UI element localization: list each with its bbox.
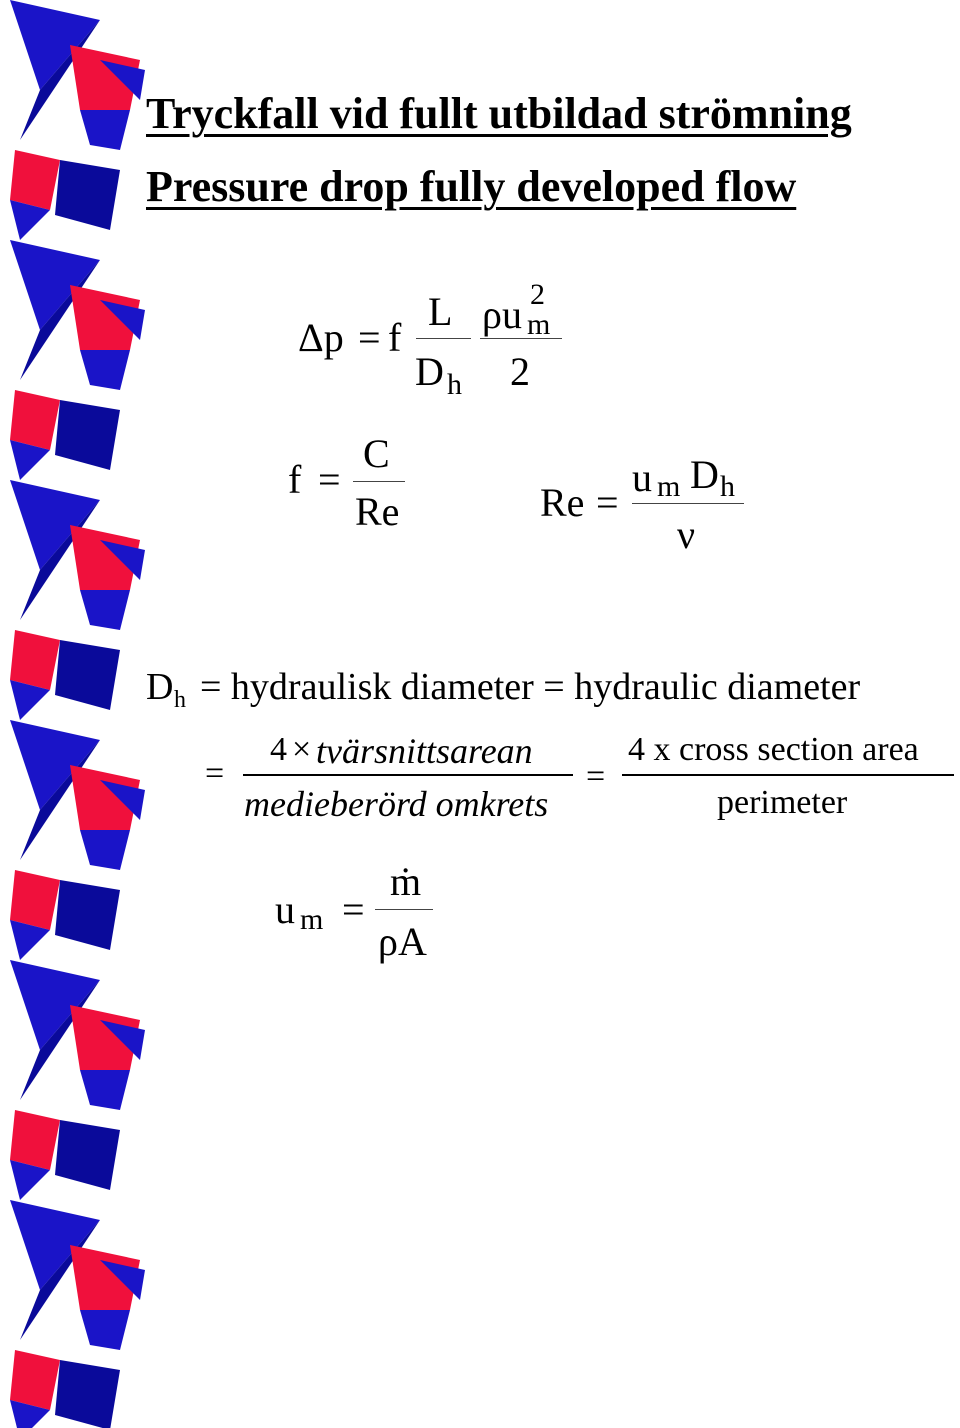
numerator-english: 4 x cross section area [628, 731, 919, 768]
velocity-symbol: u [632, 455, 652, 500]
diameter-symbol: D [146, 666, 174, 708]
subscript-m: m [300, 903, 324, 936]
denominator-2: 2 [510, 349, 530, 394]
equals-sign: = [342, 887, 365, 932]
diameter-symbol: D [690, 452, 719, 497]
fraction-bar [353, 481, 405, 482]
rho-u-symbol: ρu [482, 292, 522, 337]
equals-sign: = [358, 315, 381, 360]
times-sign: × [292, 731, 312, 768]
length-symbol: L [428, 289, 453, 334]
subscript-m: m [657, 470, 681, 503]
subscript-h: h [720, 470, 735, 503]
exponent-2: 2 [530, 278, 545, 311]
rho-area-denominator: ρA [378, 919, 427, 964]
friction-factor-symbol: f [288, 457, 302, 502]
velocity-symbol: u [275, 887, 295, 932]
denominator-swedish: medieberörd omkrets [244, 784, 549, 824]
mass-flow-symbol: ṁ [390, 859, 422, 904]
equals-sign: = [586, 758, 606, 795]
subscript-h: h [174, 687, 186, 713]
fraction-bar [480, 338, 562, 339]
constant-c: C [363, 431, 390, 476]
title-swedish: Tryckfall vid fullt utbildad strömning [146, 89, 852, 138]
reynolds-symbol: Re [540, 480, 585, 525]
fraction-bar [243, 774, 573, 776]
fraction-bar [632, 503, 744, 504]
fraction-bar [416, 338, 471, 339]
reynolds-denominator: Re [355, 489, 400, 534]
diameter-symbol: D [415, 349, 444, 394]
definition-text: = hydraulisk diameter = hydraulic diamet… [200, 666, 861, 708]
title-english: Pressure drop fully developed flow [146, 162, 797, 211]
numerator-swedish: tvärsnittsarean [316, 731, 533, 771]
numerator-four: 4 [270, 731, 287, 768]
equals-sign: = [318, 457, 341, 502]
fraction-bar [622, 774, 954, 776]
friction-factor-symbol: f [388, 315, 402, 360]
delta-p: Δp [298, 315, 344, 360]
denominator-english: perimeter [717, 784, 848, 821]
subscript-h: h [447, 368, 462, 401]
subscript-m: m [527, 308, 551, 341]
viscosity-symbol: ν [677, 512, 696, 557]
decorative-border [10, 0, 145, 1428]
equals-sign: = [205, 755, 225, 792]
equals-sign: = [596, 480, 619, 525]
fraction-bar [375, 909, 433, 910]
